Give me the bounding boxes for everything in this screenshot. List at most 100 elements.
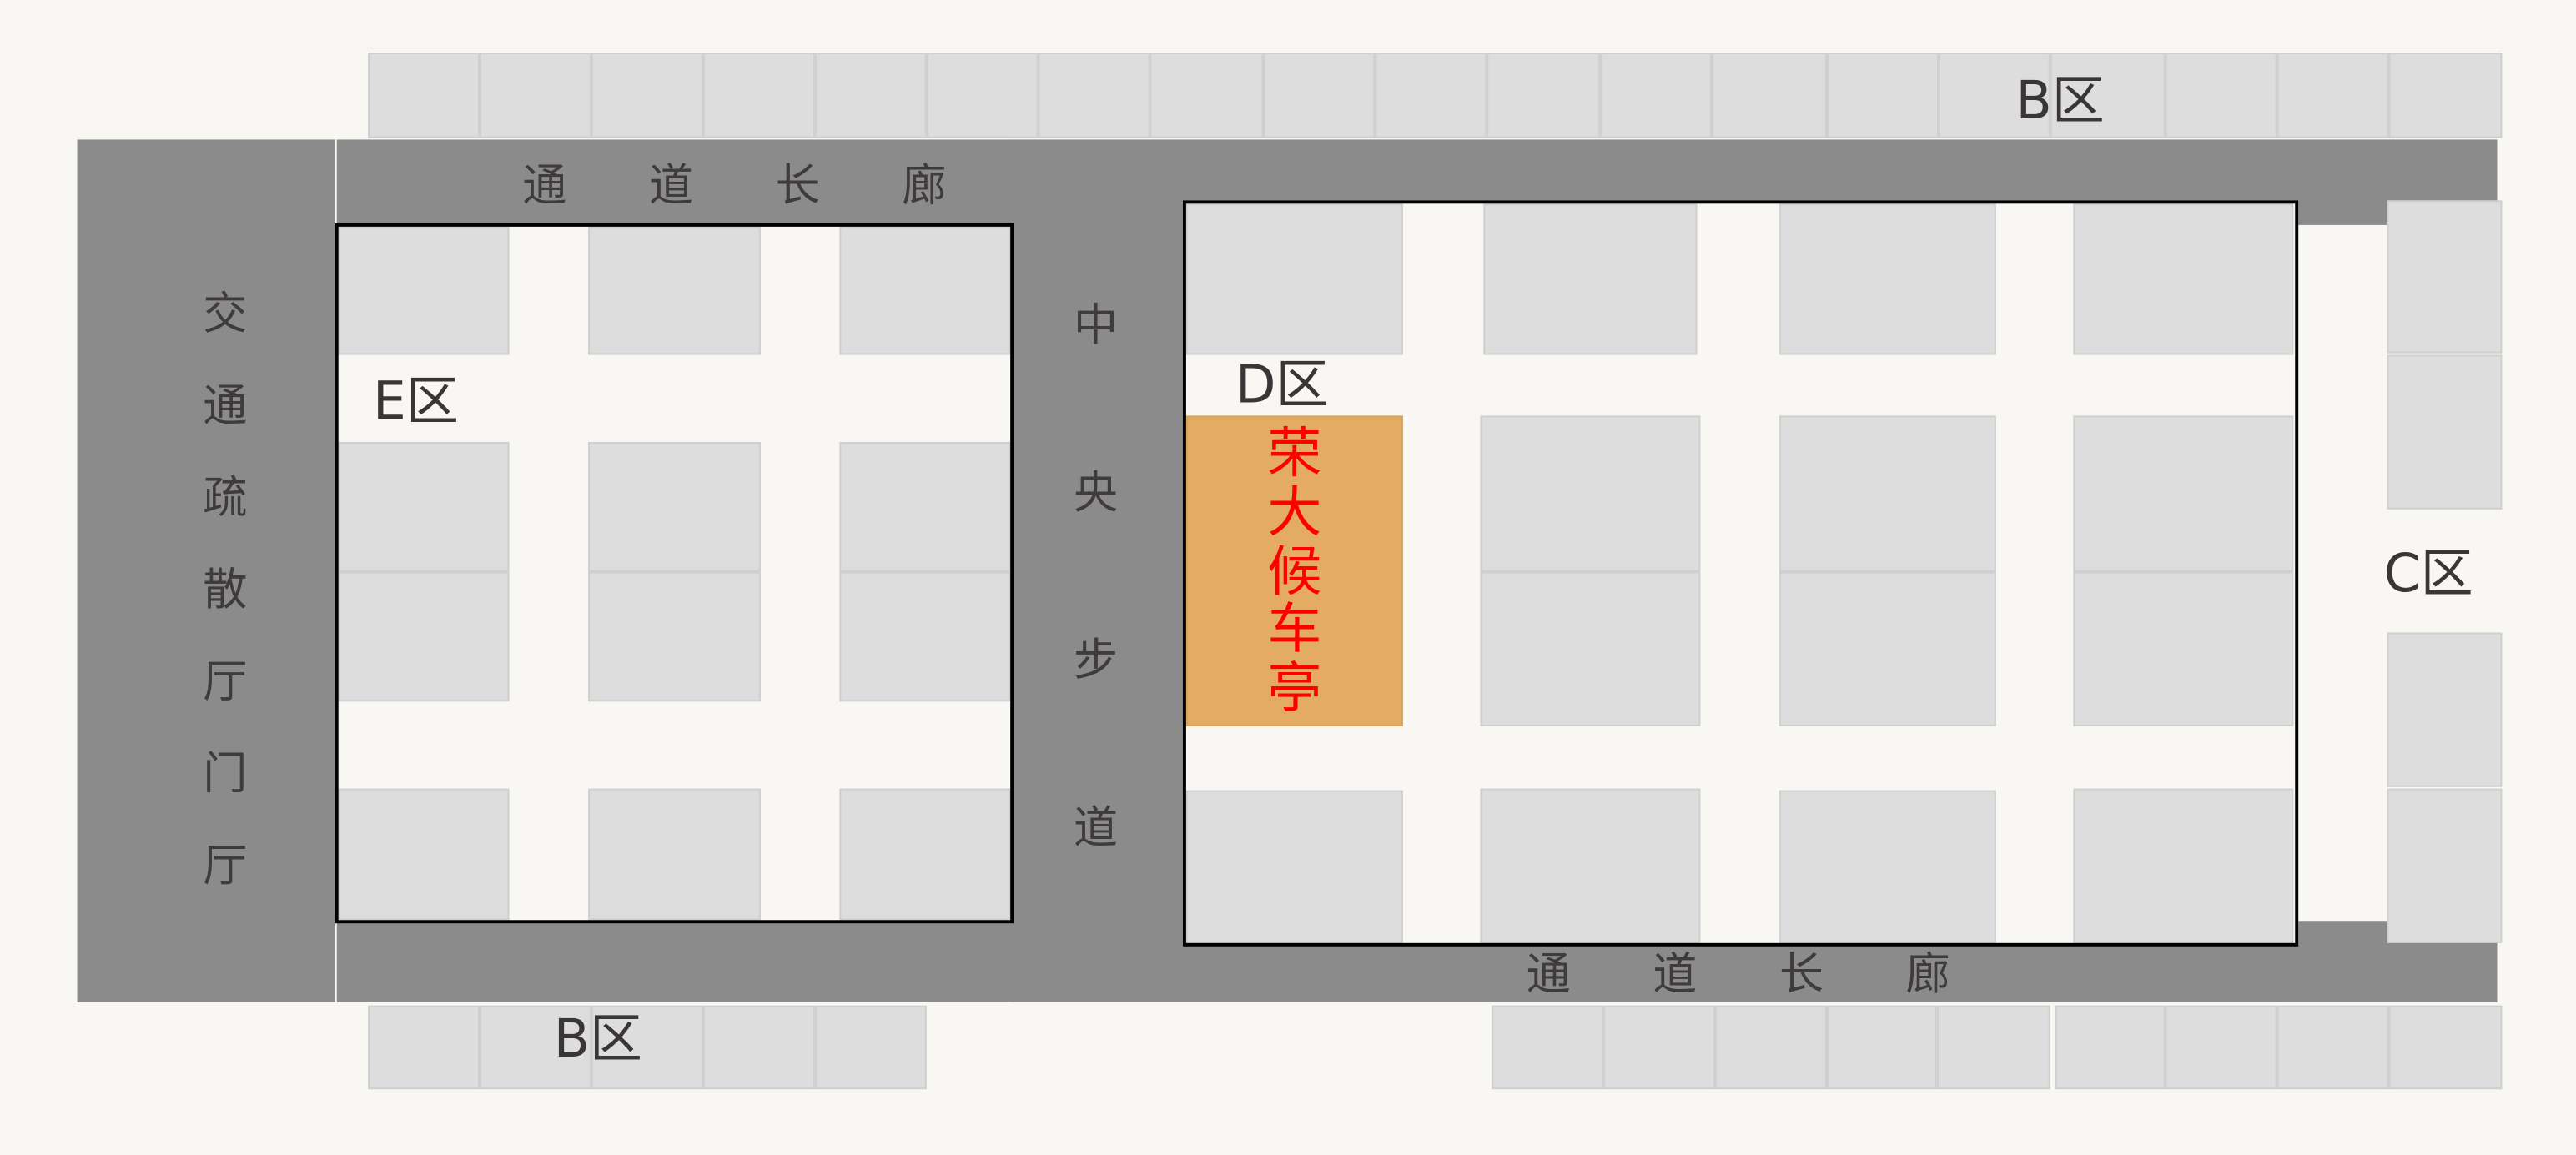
zone-b-bottom-right-row [1492,1005,2503,1090]
stall[interactable] [2387,788,2503,943]
char: 门 [203,749,248,801]
char: 大 [1267,480,1322,545]
stall[interactable] [814,53,927,138]
stall[interactable] [480,53,591,138]
stall[interactable] [1375,53,1487,138]
stall[interactable] [2073,415,2294,572]
stall[interactable] [814,1005,927,1090]
top-corridor-right-extension [1010,139,2498,201]
stall[interactable] [368,1005,480,1090]
stall[interactable] [2277,1005,2389,1090]
stall[interactable] [702,53,815,138]
central-walkway [1010,200,1185,1002]
stall[interactable] [1487,53,1601,138]
stall[interactable] [2165,53,2277,138]
stall[interactable] [2050,53,2166,138]
stall[interactable] [839,571,1011,702]
stall[interactable] [338,788,510,921]
stall[interactable] [1826,53,1939,138]
char: 疏 [203,473,248,525]
stall[interactable] [1185,790,1403,943]
char: 中 [1074,300,1119,352]
char: 廊 [1905,949,1950,1001]
top-corridor-label: 通 道 长 廊 [522,164,946,208]
stall[interactable] [839,226,1011,355]
char: 道 [648,161,694,213]
stall[interactable] [2277,53,2389,138]
stall[interactable] [2387,354,2503,510]
stall[interactable] [702,1005,815,1090]
stall[interactable] [2073,203,2294,355]
char: 厅 [203,841,248,892]
stall[interactable] [1779,571,1996,726]
stall[interactable] [1150,53,1264,138]
stall[interactable] [1712,53,1827,138]
left-hall-label: 交 通 疏 散 厅 门 厅 [194,293,256,889]
stall[interactable] [2387,200,2503,354]
bottom-corridor-right [1184,944,2498,1002]
stall[interactable] [2165,1005,2277,1090]
stall[interactable] [1938,53,2050,138]
char: 车 [1267,596,1322,661]
stall[interactable] [1038,53,1150,138]
stall[interactable] [2388,53,2503,138]
stall[interactable] [839,441,1011,572]
stall[interactable] [2055,1005,2166,1090]
stall[interactable] [588,226,761,355]
left-hall-corridor [77,139,335,1002]
stall[interactable] [1480,571,1701,726]
stall[interactable] [1492,1005,1604,1090]
stall[interactable] [591,1005,703,1090]
stall[interactable] [1826,1005,1937,1090]
stall[interactable] [839,788,1011,921]
char: 交 [203,289,248,340]
zone-b-top-row [368,53,2503,138]
stall[interactable] [1779,415,1996,572]
stall[interactable] [1480,788,1701,943]
char: 通 [522,161,567,213]
stall[interactable] [1936,1005,2050,1090]
char: 通 [1526,949,1571,1001]
zone-e-label: E区 [373,369,459,433]
stall[interactable] [2388,1005,2503,1090]
stall[interactable] [1603,1005,1716,1090]
stall[interactable] [2073,571,2294,726]
zone-e-outline [335,223,1014,924]
central-walkway-label: 中 央 步 道 [1064,304,1127,851]
zone-b-bottom-label: B区 [553,1007,642,1070]
stall[interactable] [1483,203,1698,355]
stall[interactable] [1185,203,1403,355]
stall[interactable] [588,441,761,572]
stall[interactable] [1263,53,1376,138]
char: 候 [1267,538,1322,603]
stall[interactable] [591,53,703,138]
char: 荣 [1267,421,1322,486]
char: 通 [203,381,248,433]
char: 散 [203,565,248,616]
stall[interactable] [368,53,480,138]
char: 道 [1653,949,1698,1001]
stall[interactable] [338,571,510,702]
stall[interactable] [338,226,510,355]
stall[interactable] [1600,53,1713,138]
char: 央 [1074,468,1119,520]
stall[interactable] [1779,203,1996,355]
char: 长 [1779,949,1824,1001]
stall[interactable] [926,53,1039,138]
stall[interactable] [1480,415,1701,572]
stall[interactable] [588,788,761,921]
stall[interactable] [338,441,510,572]
stall[interactable] [480,1005,591,1090]
stall[interactable] [1779,790,1996,943]
stall[interactable] [1715,1005,1827,1090]
char: 厅 [203,657,248,709]
char: 道 [1074,803,1119,855]
rongda-bus-shelter[interactable]: 荣 大 候 车 亭 [1185,415,1403,726]
bottom-corridor-label: 通 道 长 廊 [1527,953,1950,997]
stall[interactable] [588,571,761,702]
zone-d-label: D区 [1235,353,1329,416]
char: 长 [775,161,820,213]
stall[interactable] [2387,632,2503,787]
stall[interactable] [2073,788,2294,943]
